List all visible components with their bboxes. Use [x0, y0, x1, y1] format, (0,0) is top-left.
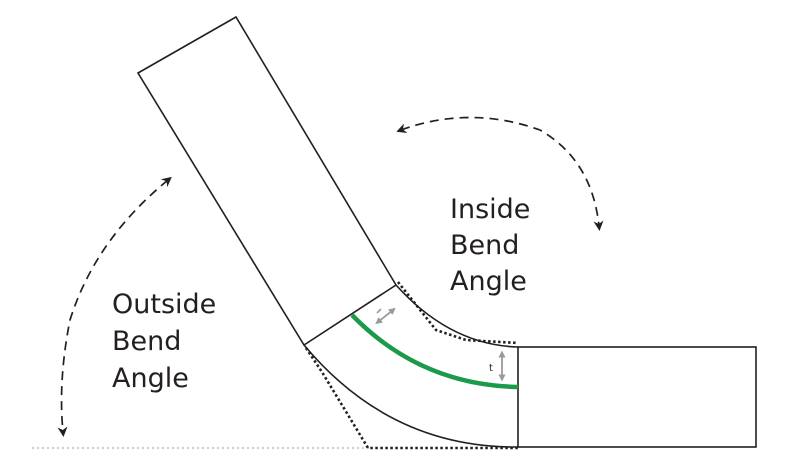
- outside-label-line-2: Bend: [112, 326, 181, 357]
- outside-bend-angle-label: Outside Bend Angle: [112, 289, 216, 394]
- outside-label-line-1: Outside: [112, 289, 216, 320]
- inside-label-line-3: Angle: [450, 266, 527, 297]
- thickness-label: t: [489, 363, 493, 374]
- bend-inner-edge: [395, 284, 519, 348]
- neutral-axis-arc: [350, 313, 519, 390]
- inside-bend-angle-label: Inside Bend Angle: [450, 194, 530, 297]
- radius-indicator-arrow: [375, 307, 396, 325]
- inside-angle-arrow: [396, 116, 604, 231]
- lower-flange: [517, 346, 757, 448]
- inner-dotted-outline: [396, 281, 519, 345]
- radius-indicator-tick: [376, 308, 382, 314]
- outside-label-line-3: Angle: [112, 363, 189, 394]
- outside-angle-arrow: [57, 176, 172, 437]
- bend-outer-edge: [303, 344, 519, 448]
- inside-label-line-2: Bend: [450, 230, 519, 261]
- inside-label-line-1: Inside: [450, 194, 530, 225]
